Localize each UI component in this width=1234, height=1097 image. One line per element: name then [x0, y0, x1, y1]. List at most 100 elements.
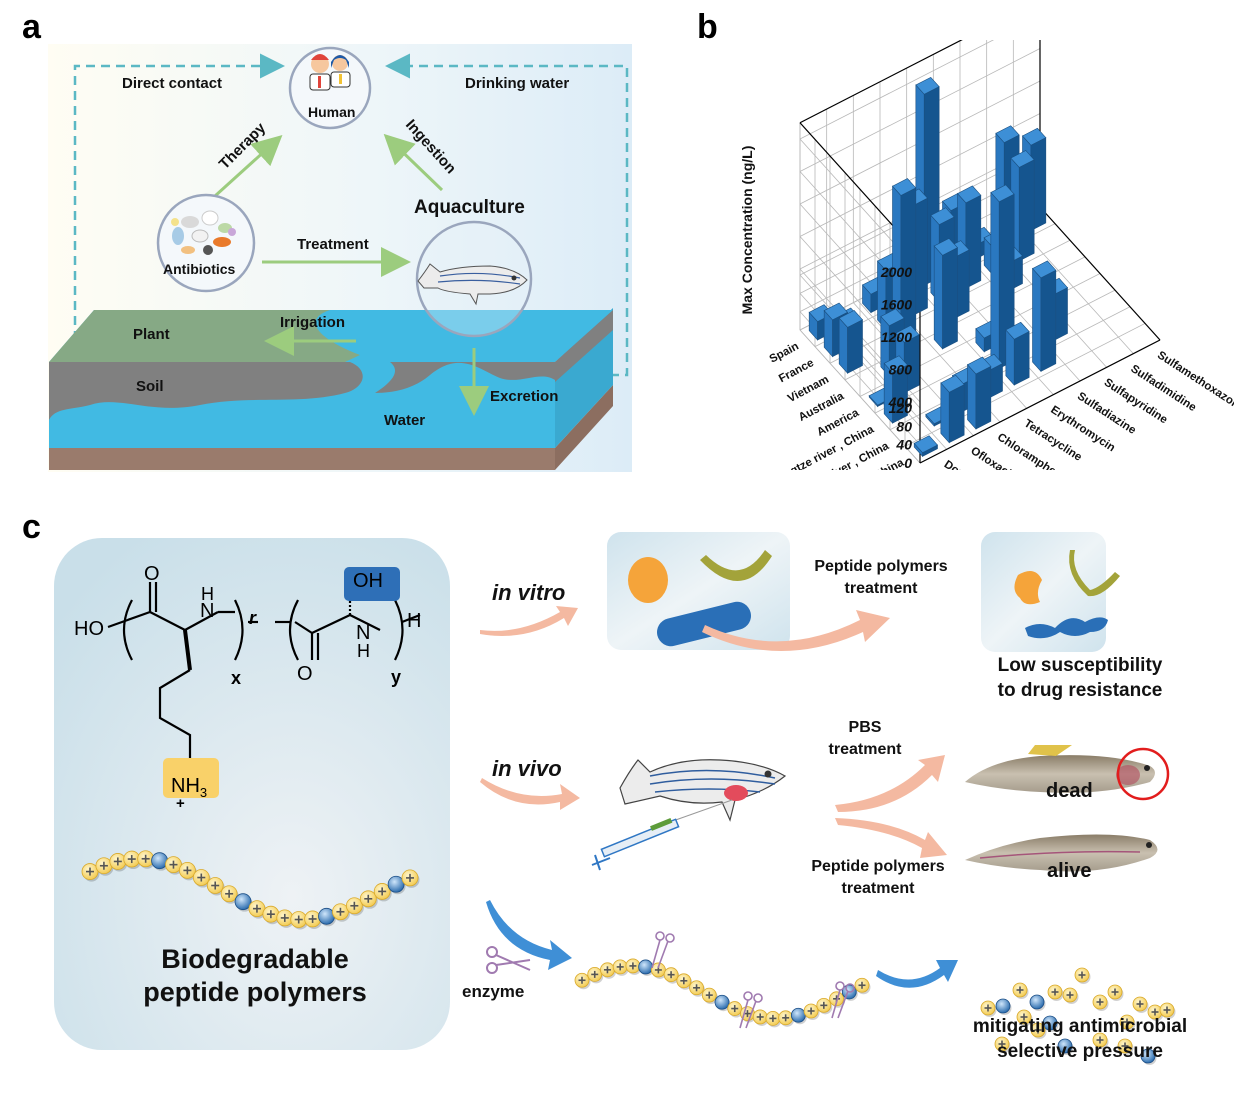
- charged-bead: [1016, 1009, 1033, 1026]
- mitigating-line2: selective pressure: [997, 1041, 1163, 1062]
- blue-bead: [714, 994, 731, 1012]
- charged-bead: [1107, 984, 1124, 1001]
- bar: [883, 355, 908, 424]
- plant-label: Plant: [133, 326, 170, 343]
- wall-gridline: [799, 40, 995, 140]
- chem-nh-h: H: [201, 584, 214, 604]
- charged-bead: [345, 897, 364, 916]
- human-icon: [309, 54, 351, 91]
- antibiotics-label: Antibiotics: [163, 261, 236, 277]
- direct-contact-label: Direct contact: [122, 75, 223, 92]
- peptide-treatment-line1: Peptide polymers: [814, 558, 948, 575]
- charged-bead: [600, 962, 616, 979]
- axis-frame-line: [919, 339, 1161, 464]
- charged-bead: [1047, 984, 1064, 1001]
- charged-bead: [81, 863, 100, 882]
- peptide-vivo-label: Peptide polymers treatment: [795, 856, 961, 900]
- bar: [933, 238, 958, 350]
- charged-bead: [373, 883, 392, 902]
- charged-bead: [220, 885, 239, 904]
- polymer-title-line2: peptide polymers: [143, 977, 367, 1007]
- charged-bead: [290, 911, 309, 930]
- bar: [1005, 321, 1030, 386]
- blue-bead: [995, 998, 1012, 1015]
- z-tick-label: 120: [889, 400, 913, 416]
- charged-bead: [663, 967, 680, 984]
- panel-c-workflow: [480, 532, 1176, 1065]
- charged-bead: [980, 1000, 997, 1017]
- cleaved-polymer-chain: [574, 931, 871, 1029]
- charged-bead: [304, 910, 323, 929]
- chem-r: r: [249, 608, 257, 628]
- oh-highlight-box: [344, 567, 400, 601]
- charged-bead: [727, 1001, 744, 1018]
- panel-c-polymer-card: [54, 538, 450, 1050]
- blue-bead: [1029, 994, 1046, 1011]
- peptide-treatment-line2: treatment: [844, 580, 918, 597]
- soil-layer: [49, 362, 363, 420]
- direct-contact-arrow: [73, 53, 285, 400]
- drinking-water-label: Drinking water: [465, 75, 570, 92]
- pbs-treatment-line2: treatment: [828, 741, 902, 758]
- charged-bead: [248, 900, 267, 919]
- cocci-icon: [628, 557, 668, 603]
- charged-bead: [1074, 967, 1091, 984]
- dead-label: dead: [1046, 780, 1093, 802]
- panel-a-diagram: Therapy Ingestion: [48, 44, 632, 472]
- alive-label: alive: [1047, 860, 1092, 882]
- charged-bead: [137, 850, 156, 869]
- low-susceptibility-line1: Low susceptibility: [997, 655, 1163, 676]
- charged-bead: [676, 973, 693, 990]
- irrigation-label: Irrigation: [280, 314, 346, 331]
- charged-bead: [829, 991, 846, 1008]
- axis-frame-line: [1039, 206, 1161, 341]
- low-susceptibility-line2: to drug resistance: [997, 680, 1163, 701]
- earth-layer-front: [49, 448, 555, 470]
- charged-bead: [1159, 1002, 1176, 1019]
- pills-icon: [171, 210, 236, 255]
- z-tick-label: 800: [889, 362, 913, 378]
- scissors-icon: [739, 991, 763, 1029]
- charged-bead: [95, 857, 114, 876]
- chem-nh-n: N: [200, 600, 215, 622]
- chem-nh3-subscript: 3: [199, 785, 208, 800]
- chem-o-bottom: O: [297, 663, 313, 685]
- nh3-highlight-box: [163, 758, 219, 798]
- fish-icon: [417, 263, 528, 306]
- chem-y: y: [391, 667, 402, 687]
- peptide-treatment-arrow: [702, 610, 890, 651]
- pbs-treatment-line1: PBS: [848, 719, 882, 736]
- charged-bead: [854, 977, 871, 995]
- peptide-treatment-label: Peptide polymers treatment: [798, 556, 964, 600]
- charged-bead: [262, 905, 281, 925]
- charged-bead: [689, 980, 706, 997]
- axis-frame-line: [799, 40, 963, 124]
- z-axis-label: Max Concentration (ng/L): [739, 146, 755, 315]
- charged-bead: [1117, 1038, 1134, 1055]
- low-susceptibility-label: Low susceptibility to drug resistance: [960, 653, 1200, 703]
- chem-nh3: NH3: [171, 775, 207, 800]
- in-vitro-label: in vitro: [492, 580, 566, 605]
- soil-label: Soil: [136, 378, 164, 395]
- charged-bead: [178, 862, 197, 881]
- charged-bead: [701, 987, 718, 1005]
- pbs-treatment-label: PBS treatment: [800, 717, 930, 761]
- degradation-blue-arrow: [876, 960, 958, 988]
- charged-bead: [359, 890, 378, 909]
- panel-a-letter: a: [22, 8, 41, 46]
- human-label: Human: [308, 104, 356, 120]
- charged-bead: [401, 869, 420, 888]
- charged-bead: [276, 909, 295, 928]
- charged-bead: [165, 856, 183, 875]
- bar: [838, 310, 863, 374]
- scissors-icon: [651, 931, 675, 969]
- charged-bead: [1092, 994, 1109, 1011]
- charged-bead: [650, 962, 667, 979]
- soil-side: [555, 310, 613, 382]
- z-tick-label: 80: [896, 418, 912, 434]
- polymer-title-line1: Biodegradable: [161, 944, 349, 974]
- treatment-label: Treatment: [297, 236, 369, 253]
- polymer-chain: [81, 850, 420, 930]
- charged-bead: [1062, 987, 1079, 1004]
- charged-bead: [1030, 1022, 1047, 1039]
